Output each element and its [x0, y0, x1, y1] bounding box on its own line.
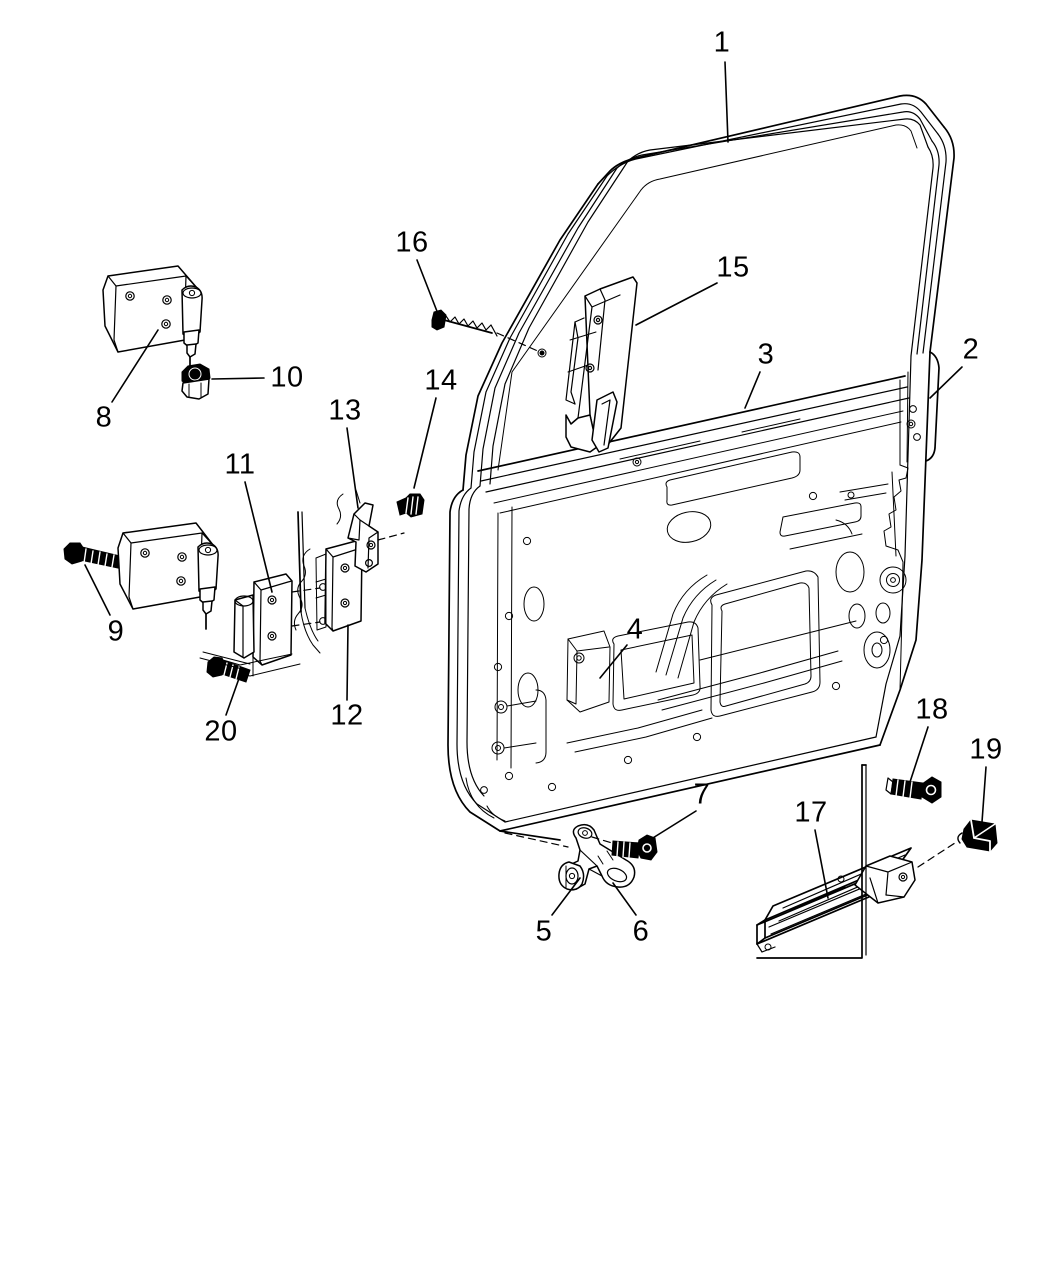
callout-label-15: 15: [716, 251, 750, 284]
shoulder-bolt: [396, 493, 425, 518]
callout-label-7: 7: [693, 778, 711, 811]
long-tapping-screw: [431, 309, 547, 358]
callout-label-19: 19: [969, 733, 1003, 766]
hinge-tapping-screw: [199, 651, 251, 683]
hinge-attaching-bolt: [63, 542, 121, 569]
door-hinge-lower: [117, 511, 327, 677]
callout-label-16: 16: [395, 226, 429, 259]
callout-label-9: 9: [107, 615, 125, 648]
glass-run-channel-division-bar: [565, 276, 638, 453]
callout-label-18: 18: [915, 693, 949, 726]
callout-label-13: 13: [328, 394, 362, 427]
callout-leader-lines: [84, 61, 987, 916]
door-inner-belt-reinforcement: [477, 375, 910, 514]
callout-label-12: 12: [330, 699, 364, 732]
callout-label-14: 14: [424, 364, 458, 397]
callout-label-8: 8: [95, 401, 113, 434]
guide-rail-attaching-screw: [885, 776, 942, 804]
callout-label-6: 6: [632, 915, 650, 948]
callout-label-1: 1: [713, 26, 731, 59]
door-window-frame-upper: [462, 94, 955, 491]
door-inner-panel: [447, 351, 931, 841]
hex-head-screw: [591, 834, 658, 861]
door-shell-assembly: [447, 94, 955, 841]
callout-label-17: 17: [794, 796, 828, 829]
callout-label-2: 2: [962, 333, 980, 366]
callout-label-4: 4: [626, 613, 644, 646]
callout-label-20: 20: [204, 715, 238, 748]
door-check-strap-bracket: [336, 489, 405, 573]
hinge-reinforcement-plate: [293, 540, 363, 632]
callout-label-3: 3: [757, 338, 775, 371]
hinge-pin-lock-nut: [181, 363, 211, 400]
latch-link-retainer-bushing: [558, 861, 585, 891]
window-regulator-guide-rail: [756, 764, 916, 959]
callout-label-10: 10: [270, 361, 304, 394]
callout-label-11: 11: [224, 448, 256, 481]
door-outer-rear-edge-panel: [835, 351, 940, 691]
door-hinge-upper: [102, 265, 203, 373]
callout-label-5: 5: [535, 915, 553, 948]
speed-nut-clip: [917, 819, 998, 868]
